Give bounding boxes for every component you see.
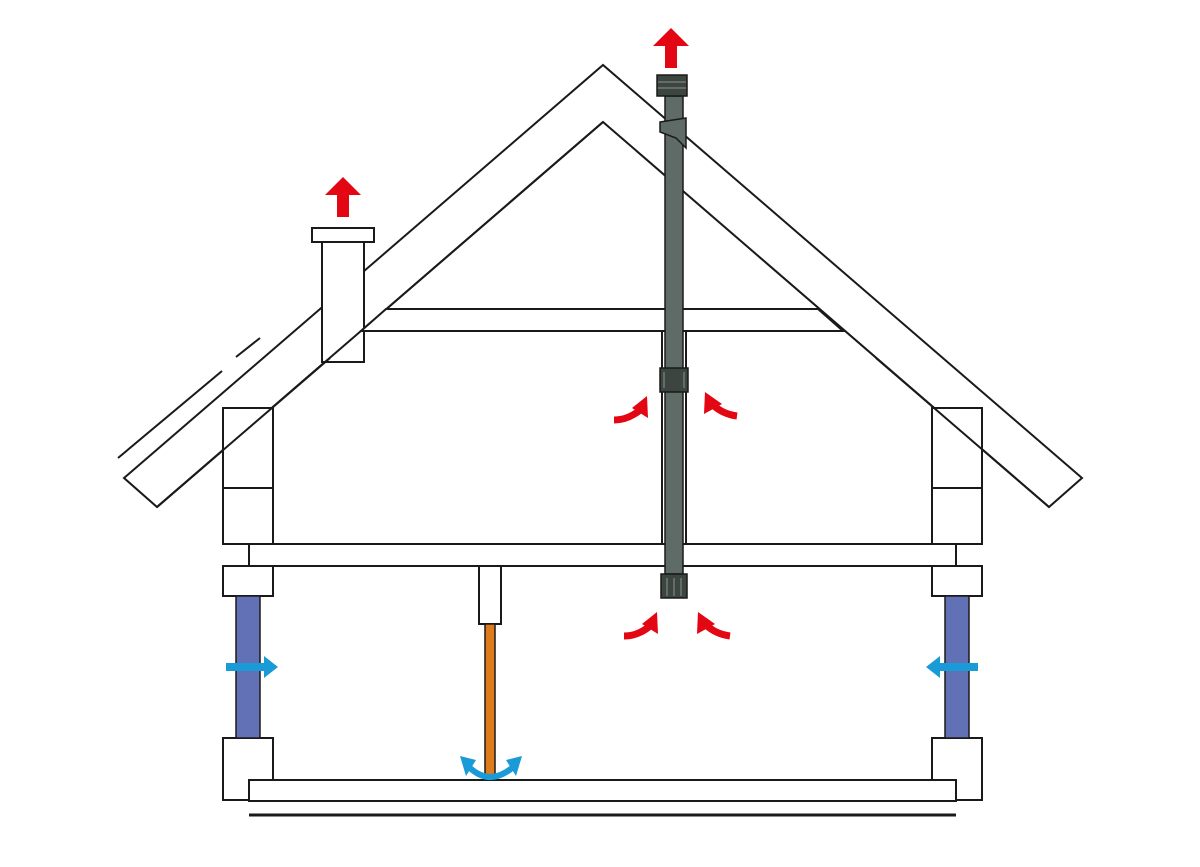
- curved-arrow-attic-left: [613, 396, 648, 424]
- upper-floor-slab: [248, 543, 957, 567]
- chimney-stack: [321, 241, 365, 363]
- interior-door: [484, 623, 496, 781]
- left-wall-top-block: [222, 565, 274, 597]
- curved-arrow-room-left: [623, 612, 658, 640]
- door-frame-lintel: [478, 565, 502, 625]
- right-knee-wall-upper: [931, 407, 983, 489]
- eave-line-2: [235, 337, 261, 358]
- ventilation-pipe: [664, 95, 684, 575]
- door-undercut-airflow-arrow: [460, 756, 522, 780]
- window-airflow-arrow-right: [926, 656, 978, 678]
- pipe-top-cap: [656, 74, 688, 97]
- exhaust-arrow-pipe: [653, 28, 689, 68]
- roof-inner-edge-left: [156, 357, 331, 508]
- ground-floor-slab: [248, 779, 957, 802]
- attic-beam: [358, 308, 846, 332]
- eave-line-1: [117, 370, 223, 459]
- left-knee-wall-lower: [222, 487, 274, 545]
- pipe-fan-unit: [659, 367, 689, 393]
- exhaust-arrow-chimney: [325, 177, 361, 217]
- right-knee-wall-lower: [931, 487, 983, 545]
- window-airflow-arrow-left: [226, 656, 278, 678]
- chimney-cap: [311, 227, 375, 243]
- left-knee-wall-upper: [222, 407, 274, 489]
- curved-arrow-room-right: [697, 612, 731, 640]
- curved-arrow-attic-right: [704, 392, 738, 420]
- pipe-roof-flashing: [659, 117, 687, 150]
- roof-inner-edge-right: [875, 357, 1050, 508]
- right-wall-top-block: [931, 565, 983, 597]
